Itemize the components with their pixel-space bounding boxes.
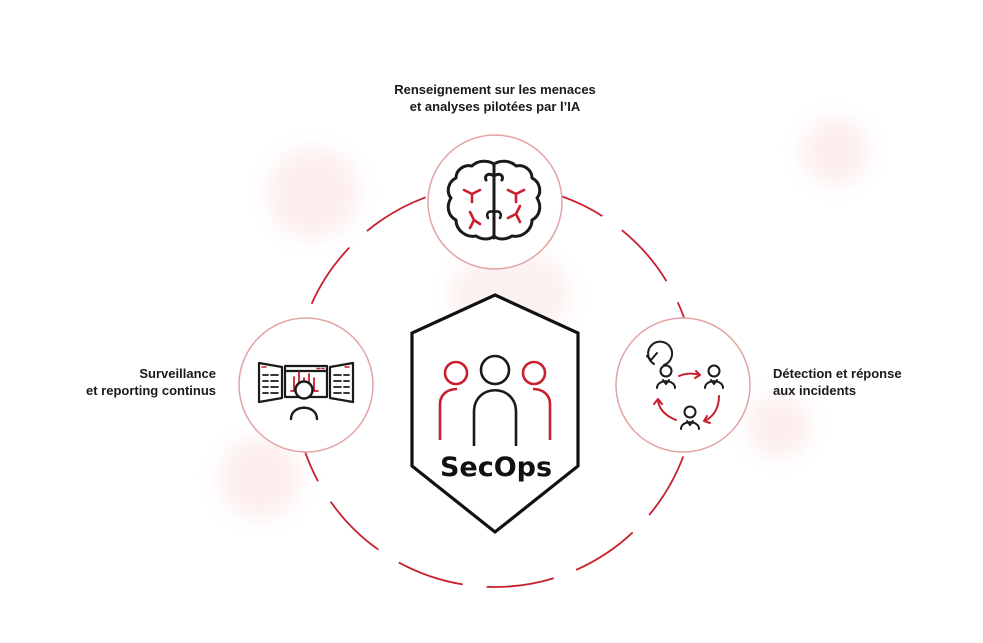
node-label-line: Renseignement sur les menaces (394, 82, 596, 97)
node-label-line: Détection et réponse (773, 366, 902, 381)
incident-response-cycle-icon (646, 340, 724, 430)
monitoring-dashboard-icon (257, 361, 355, 421)
node-label-line: Surveillance (139, 366, 216, 381)
node-label-line: et analyses pilotées par l’IA (409, 99, 581, 114)
node-label-line: et reporting continus (86, 383, 216, 398)
background-blob (220, 438, 300, 518)
background-blob (802, 118, 868, 184)
node-ring-right[interactable] (615, 317, 751, 453)
node-label-line: aux incidents (773, 383, 857, 398)
node-label-right: Détection et réponse aux incidents (773, 365, 973, 399)
shield-outline (410, 293, 580, 535)
brain-icon (446, 159, 542, 241)
background-blob (748, 395, 810, 457)
center-label: SecOps (440, 452, 552, 483)
shield-team-icon: SecOps (410, 293, 580, 535)
node-label-left: Surveillance et reporting continus (40, 365, 216, 399)
background-blob (268, 148, 358, 238)
node-label-top: Renseignement sur les menaces et analyse… (340, 81, 650, 115)
